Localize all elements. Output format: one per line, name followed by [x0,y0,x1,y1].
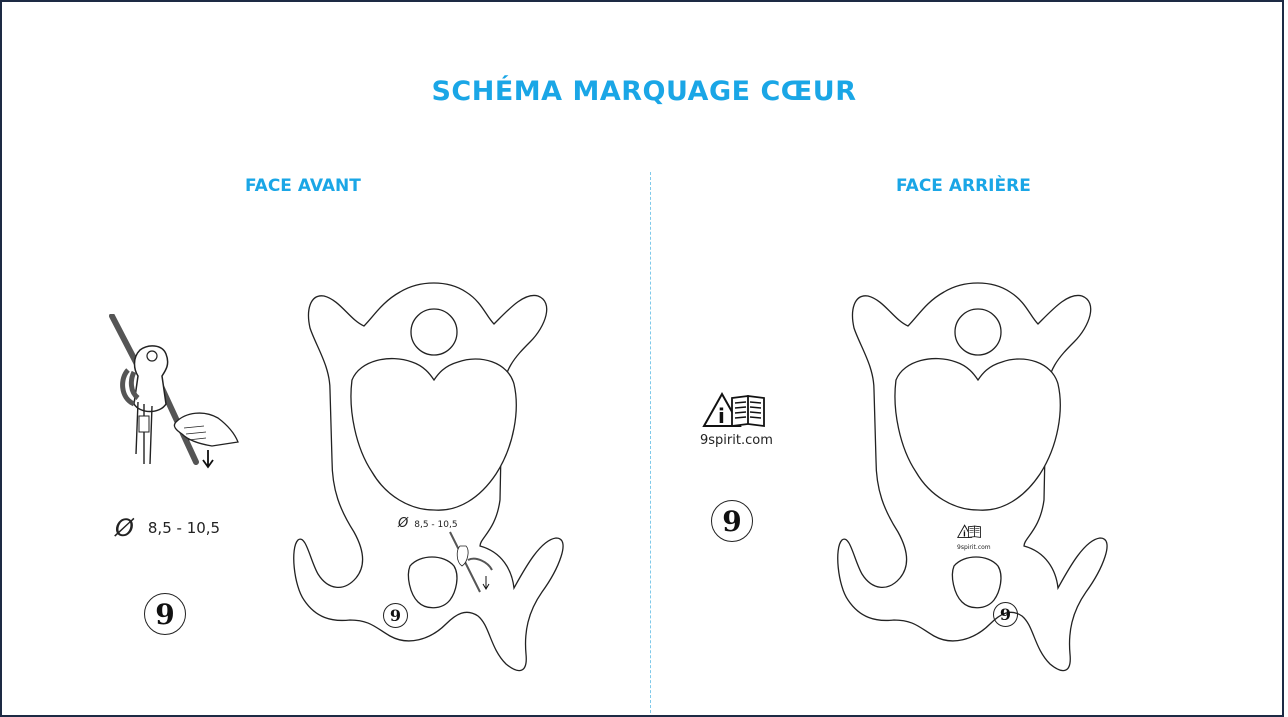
diameter-range-value: 8,5 - 10,5 [147,519,221,537]
front-face-label: FACE AVANT [245,176,361,196]
svg-text:i: i [963,529,966,538]
brand-logo-icon: 9 [144,593,186,635]
back-engraved-brand-logo-icon: 9 [993,602,1018,627]
engraved-brand-logo-icon: 9 [383,603,408,628]
engraved-website-label: 9spirit.com [957,544,991,551]
engraved-diameter-range-value: 8,5 - 10,5 [414,520,458,530]
diameter-range: Ø 8,5 - 10,5 [115,514,220,542]
belay-usage-icon [109,314,239,469]
center-divider [650,172,651,713]
website-label: 9spirit.com [700,433,773,448]
back-piece-outline: i [837,282,1108,672]
engraved-read-manual-icon: i [956,524,981,538]
diameter-icon: Ø [115,514,134,542]
front-piece-outline [293,282,564,672]
read-manual-icon: i [702,391,765,428]
back-brand-logo-icon: 9 [711,500,753,542]
engraved-diameter-icon: Ø [398,516,409,531]
back-face-label: FACE ARRIÈRE [896,176,1031,196]
engraved-diameter-range: Ø 8,5 - 10,5 [398,516,458,531]
page-title: SCHÉMA MARQUAGE CŒUR [431,76,857,107]
svg-text:i: i [718,404,725,428]
